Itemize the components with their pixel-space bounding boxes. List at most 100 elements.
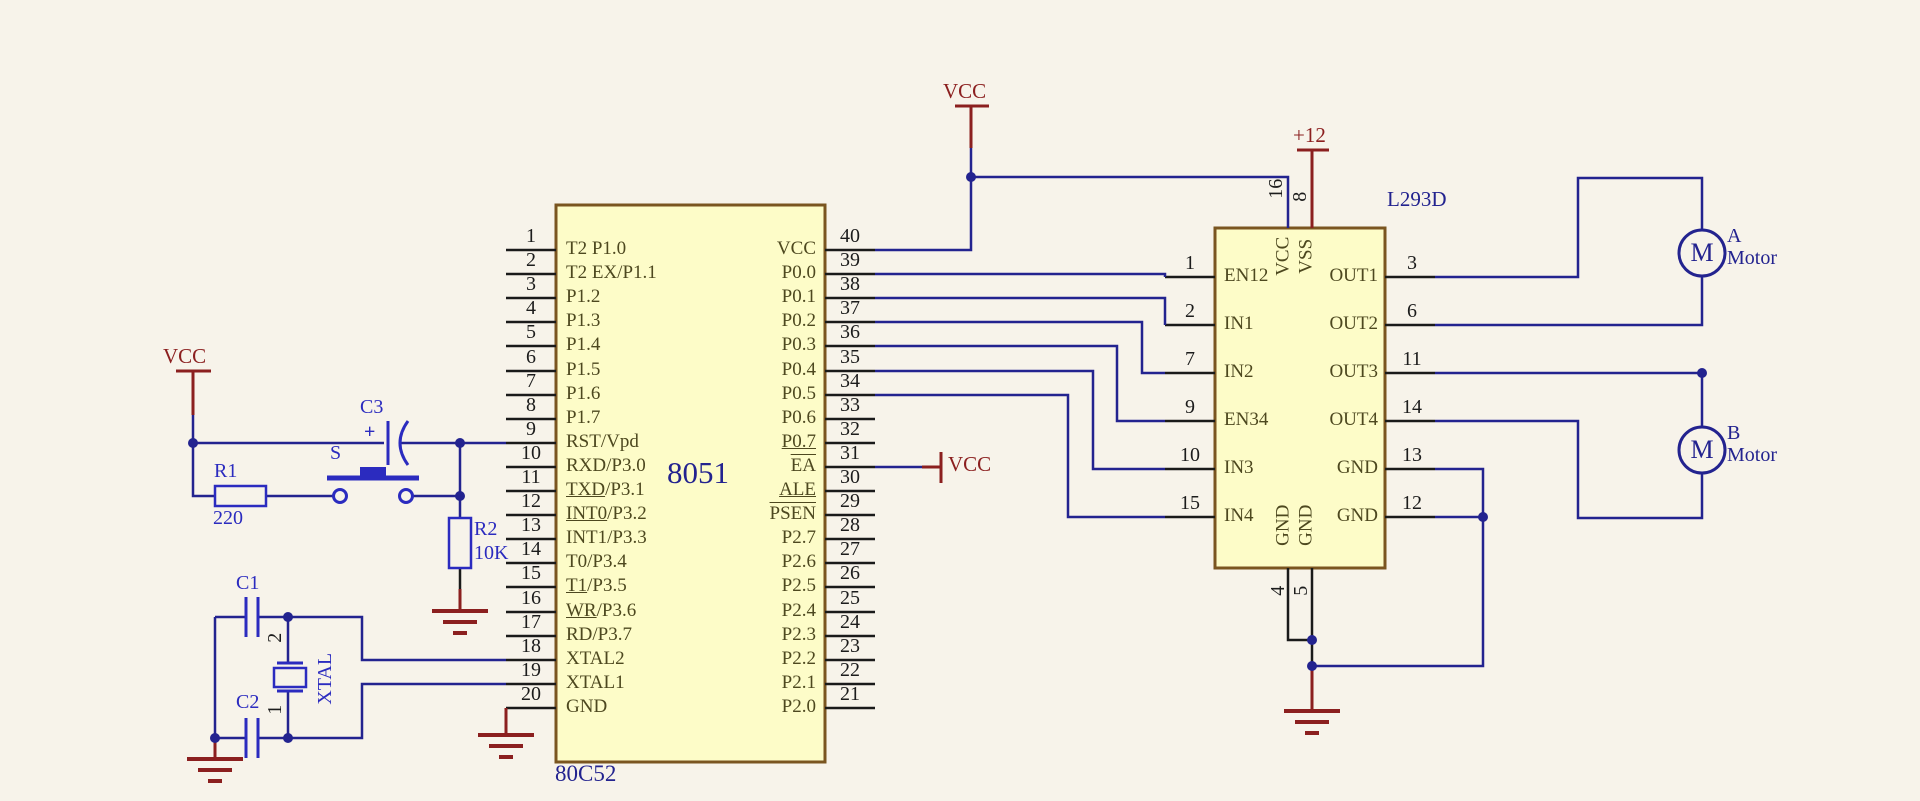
mcu-pin-label: P0.7 [781, 431, 816, 452]
capacitor-c3-polarity: + [364, 421, 376, 443]
wire-out4-motor-b [1435, 419, 1704, 520]
driver-pin-label: OUT1 [1329, 265, 1378, 286]
wire-crystal-network [213, 615, 506, 740]
driver-pin-label: IN1 [1224, 313, 1254, 334]
vcc-ea-terminal [922, 452, 943, 483]
wire-p01-in1 [875, 296, 1167, 325]
vcc-reset-label: VCC [163, 344, 207, 368]
junction-dots [188, 172, 1707, 743]
crystal-plates [277, 661, 303, 693]
driver-l293d-body [1213, 226, 1387, 570]
mcu-pin-label: P2.6 [781, 551, 816, 572]
mcu-pin-number: 10 [521, 442, 541, 464]
driver-pin-label: EN34 [1224, 409, 1269, 430]
crystal-pin-2: 2 [264, 632, 287, 643]
mcu-pin-number: 17 [521, 611, 541, 633]
driver-pin-number: 11 [1402, 348, 1422, 370]
wire-driver-gnd-return [1312, 467, 1485, 668]
mcu-pin-number: 19 [521, 659, 541, 681]
mcu-pin-label: P2.2 [781, 648, 816, 669]
mcu-part-label: 80C52 [555, 761, 617, 786]
mcu-pin-number: 32 [840, 418, 860, 440]
mcu-pin-number: 11 [521, 466, 541, 488]
driver-pin-label: OUT4 [1329, 409, 1378, 430]
resistor-r1 [213, 484, 268, 508]
driver-pin-number: 16 [1265, 178, 1288, 199]
mcu-pin-number: 38 [840, 273, 860, 295]
driver-pin-label: OUT3 [1329, 361, 1378, 382]
driver-pin-label: EN12 [1224, 265, 1269, 286]
wire-p02-in2 [875, 320, 1165, 375]
mcu-pin-number: 14 [521, 538, 541, 560]
mcu-pin-label: P2.4 [781, 600, 816, 621]
mcu-pin-number: 33 [840, 394, 860, 416]
mcu-pin-number: 2 [526, 249, 536, 271]
mcu-pin-label: INT1/P3.3 [566, 527, 647, 548]
mcu-right-pin-stubs [825, 248, 875, 710]
mcu-pin-number: 36 [840, 321, 860, 343]
mcu-pin-number: 6 [526, 346, 536, 368]
mcu-pin-number: 37 [840, 297, 860, 319]
mcu-pin-label: P1.2 [566, 286, 601, 307]
mcu-pin-label: RST/Vpd [566, 431, 639, 452]
vcc-reset-terminal [176, 369, 211, 415]
resistor-r1-ref: R1 [214, 460, 238, 482]
mcu-pin-number: 9 [526, 418, 536, 440]
mcu-pin-label: P1.4 [566, 334, 601, 355]
mcu-pin-label: RD/P3.7 [566, 624, 632, 645]
motor-a-symbol [1677, 228, 1727, 278]
resistor-r1-value: 220 [213, 507, 243, 529]
driver-pin-label: GND [1336, 505, 1378, 526]
mcu-pin-number: 16 [521, 587, 541, 609]
capacitor-c2 [244, 718, 260, 758]
mcu-pin-number: 18 [521, 635, 541, 657]
crystal-pin-1: 1 [264, 704, 287, 715]
driver-pin-label: GND [1272, 504, 1294, 546]
mcu-pin-label: P0.3 [781, 334, 816, 355]
driver-right-pin-stubs [1385, 275, 1435, 519]
motor-b-m-symbol: M [1690, 435, 1714, 464]
wire-p05-in4 [875, 393, 1165, 519]
mcu-pin-label: P0.2 [781, 310, 816, 331]
mcu-pin-label: P0.1 [781, 286, 816, 307]
capacitor-c3-ref: C3 [360, 396, 384, 418]
capacitor-c2-ref: C2 [236, 691, 260, 713]
driver-pin-label: VCC [1272, 236, 1294, 276]
mcu-pin-label: P2.3 [781, 624, 816, 645]
driver-pin-label: IN3 [1224, 457, 1254, 478]
mcu-pin-label: P1.6 [566, 383, 601, 404]
driver-pin-number: 10 [1180, 444, 1200, 466]
mcu-pin-label: P0.6 [781, 407, 816, 428]
mcu-pin-label: EA [790, 455, 816, 476]
ground-symbol-crystal [187, 757, 243, 783]
mcu-pin-number: 26 [840, 562, 860, 584]
wire-p00-en12 [875, 272, 1167, 277]
mcu-pin-number: 39 [840, 249, 860, 271]
ground-symbol-r2 [432, 609, 488, 635]
switch-ref: S [330, 442, 342, 464]
vcc-main-label: VCC [943, 79, 987, 103]
switch-contact-right [398, 488, 414, 504]
mcu-pin-label: TXD/P3.1 [566, 479, 645, 500]
driver-pin-number: 13 [1402, 444, 1422, 466]
driver-name-label: L293D [1387, 187, 1447, 211]
vcc-main-terminal [955, 104, 989, 148]
switch-actuator [360, 467, 386, 478]
driver-pin-number: 2 [1185, 300, 1195, 322]
mcu-pin-label: XTAL1 [566, 672, 625, 693]
mcu-pin-label: P0.0 [781, 262, 816, 283]
mcu-pin-number: 34 [840, 370, 860, 392]
driver-left-pin-stubs [1165, 275, 1215, 519]
mcu-pin-label: VCC [776, 238, 816, 259]
mcu-pin-label: T1/P3.5 [566, 575, 627, 596]
driver-pin-number: 15 [1180, 492, 1200, 514]
mcu-pin-number: 30 [840, 466, 860, 488]
resistor-r2-ref: R2 [474, 518, 498, 540]
mcu-pin-number: 40 [840, 225, 860, 247]
driver-pin-number: 8 [1289, 191, 1312, 202]
mcu-pin-label: INT0/P3.2 [566, 503, 647, 524]
wire-out1-motor-a [1435, 176, 1704, 279]
wire-vcc-to-pin40 [875, 148, 973, 252]
